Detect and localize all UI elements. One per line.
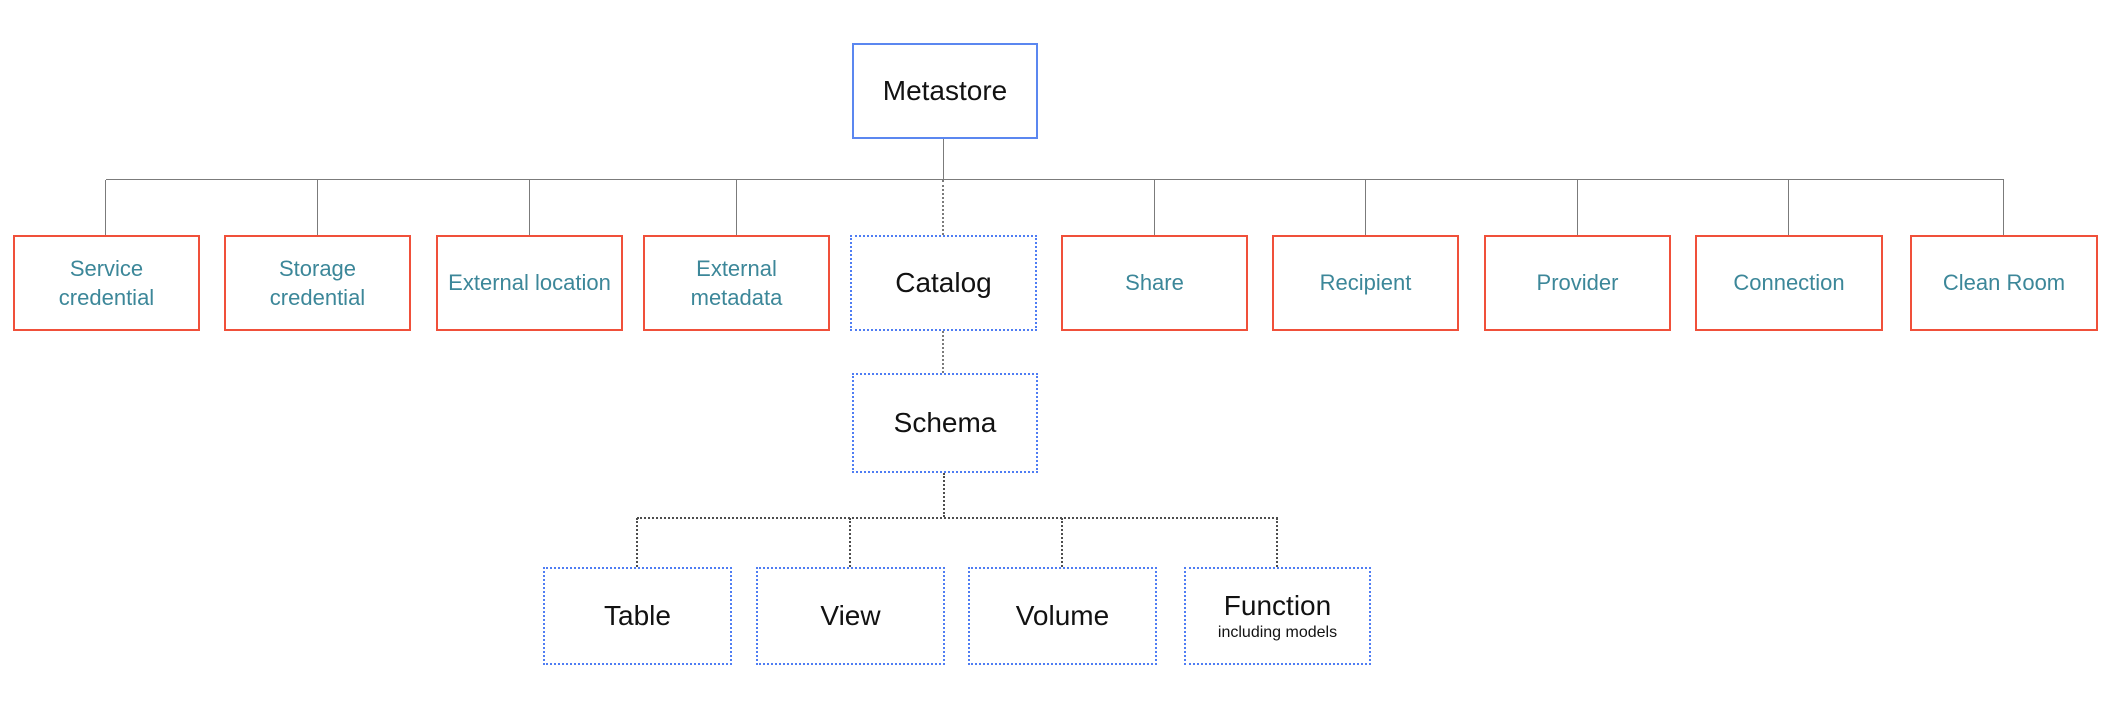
node-view: View: [756, 567, 945, 665]
node-provider-label: Provider: [1536, 270, 1619, 296]
connector-schema-drop: [943, 473, 945, 517]
connector-stub-external-location: [529, 180, 530, 235]
node-function: Function including models: [1184, 567, 1371, 665]
node-catalog-label: Catalog: [895, 267, 992, 298]
node-function-label: Function: [1223, 590, 1332, 621]
node-view-label: View: [820, 600, 881, 631]
node-clean-room-label: Clean Room: [1942, 270, 2066, 296]
node-external-metadata-label: External metadata: [690, 255, 783, 310]
node-service-credential-label: Service credential: [58, 255, 155, 310]
connector-stub-service-credential: [105, 180, 106, 235]
node-volume: Volume: [968, 567, 1157, 665]
connector-metastore-drop: [943, 138, 944, 180]
node-service-credential: Service credential: [13, 235, 200, 331]
connector-stub-function: [1276, 518, 1278, 567]
node-recipient: Recipient: [1272, 235, 1459, 331]
connector-level3-bar: [637, 517, 1278, 519]
node-external-location: External location: [436, 235, 623, 331]
connector-stub-connection: [1788, 180, 1789, 235]
connector-stub-catalog: [942, 180, 944, 235]
node-table: Table: [543, 567, 732, 665]
node-recipient-label: Recipient: [1319, 270, 1412, 296]
node-storage-credential: Storage credential: [224, 235, 411, 331]
connector-stub-volume: [1061, 518, 1063, 567]
node-catalog: Catalog: [850, 235, 1037, 331]
node-share-label: Share: [1125, 270, 1184, 296]
connector-stub-storage-credential: [317, 180, 318, 235]
node-external-metadata: External metadata: [643, 235, 830, 331]
node-schema: Schema: [852, 373, 1038, 473]
node-schema-label: Schema: [893, 407, 997, 438]
connector-stub-table: [636, 518, 638, 567]
connector-stub-clean-room: [2003, 180, 2004, 235]
node-external-location-label: External location: [448, 270, 611, 296]
connector-stub-share: [1154, 180, 1155, 235]
connector-stub-external-metadata: [736, 180, 737, 235]
connector-level1-bar: [106, 179, 2004, 180]
node-connection-label: Connection: [1733, 270, 1845, 296]
node-metastore-label: Metastore: [882, 75, 1008, 106]
node-volume-label: Volume: [1015, 600, 1110, 631]
node-connection: Connection: [1695, 235, 1883, 331]
node-function-sublabel: including models: [1217, 624, 1338, 641]
node-table-label: Table: [604, 600, 671, 631]
node-clean-room: Clean Room: [1910, 235, 2098, 331]
node-storage-credential-label: Storage credential: [269, 255, 366, 310]
node-share: Share: [1061, 235, 1248, 331]
connector-stub-view: [849, 518, 851, 567]
connector-stub-provider: [1577, 180, 1578, 235]
node-provider: Provider: [1484, 235, 1671, 331]
node-metastore: Metastore: [852, 43, 1038, 139]
connector-stub-recipient: [1365, 180, 1366, 235]
connector-catalog-schema: [942, 331, 944, 373]
